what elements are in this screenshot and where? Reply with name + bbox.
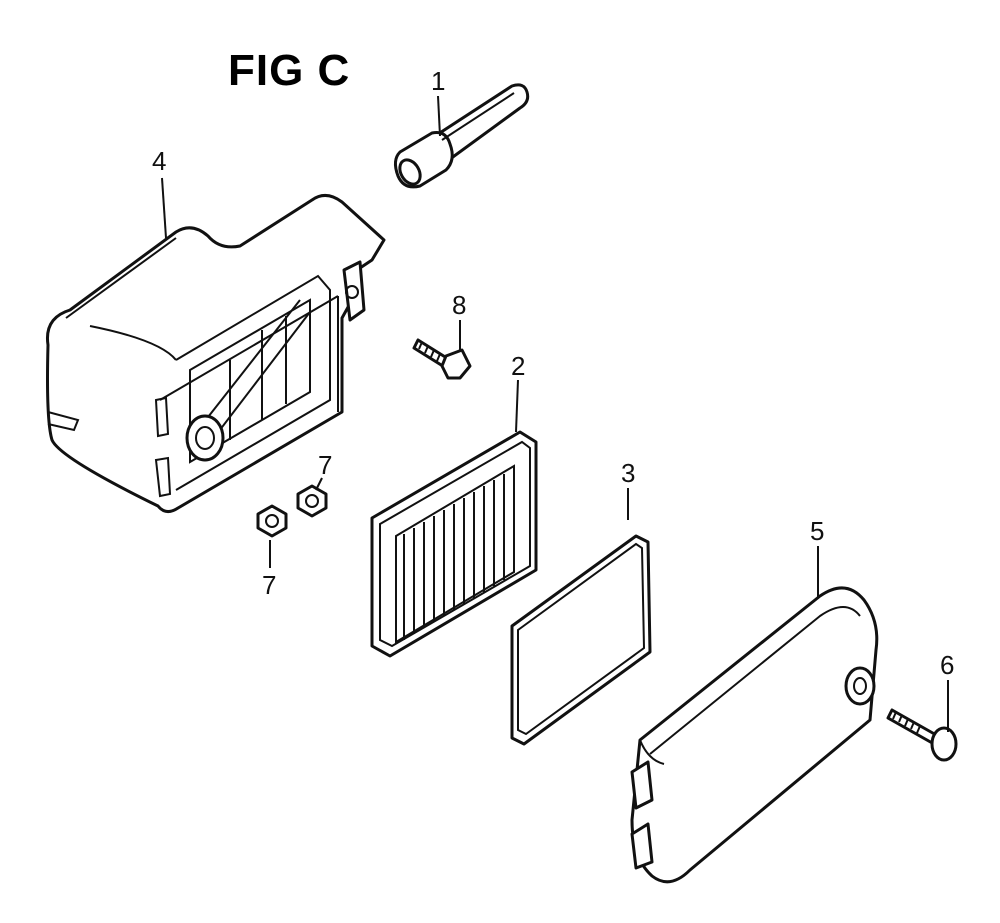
- leader-lines: [161, 95, 949, 732]
- part-foam-filter: [510, 534, 652, 746]
- callout-6: 6: [940, 650, 954, 680]
- figure-title: FIG C: [228, 46, 351, 95]
- part-cover: [630, 586, 879, 884]
- callout-labels: 1 2 3 4 5 6 7 7 8: [152, 66, 954, 680]
- part-nut-b: [296, 484, 328, 518]
- callout-4: 4: [152, 146, 166, 176]
- callout-1: 1: [431, 66, 445, 96]
- part-filter-element: [370, 430, 538, 658]
- callout-7-upper: 7: [318, 450, 332, 480]
- part-nut-a: [256, 504, 288, 538]
- callout-3: 3: [621, 458, 635, 488]
- callout-7-lower: 7: [262, 570, 276, 600]
- part-tube: [393, 83, 530, 189]
- part-bolt-8: [412, 338, 472, 380]
- part-bolt-6: [886, 708, 958, 762]
- callout-8: 8: [452, 290, 466, 320]
- part-air-cleaner-case: [45, 194, 386, 513]
- callout-5: 5: [810, 516, 824, 546]
- callout-2: 2: [511, 351, 525, 381]
